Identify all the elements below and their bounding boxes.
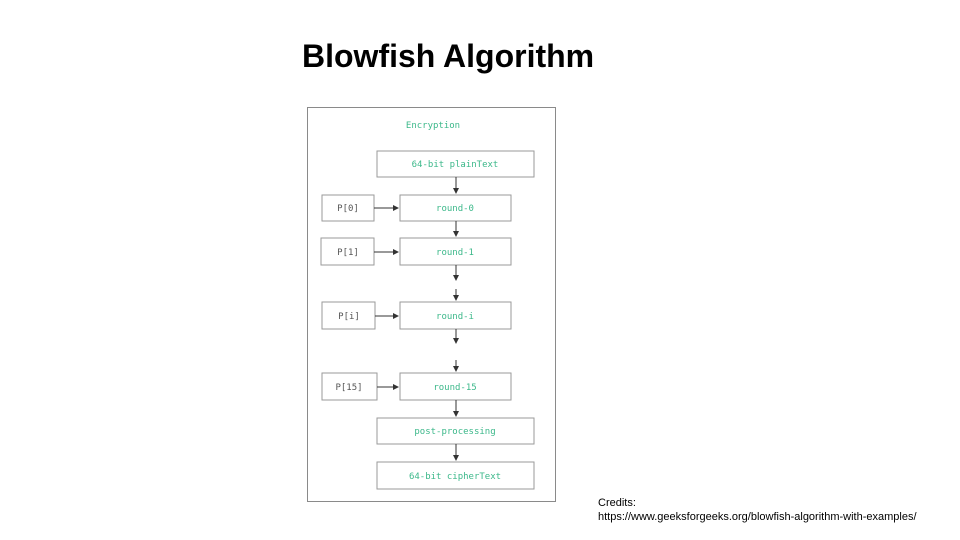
key-p1-node: P[1] [320, 237, 375, 266]
plaintext-node: 64-bit plainText [376, 150, 535, 178]
credits-label: Credits: [598, 497, 636, 509]
key-pi-label: P[i] [338, 312, 360, 322]
key-p15-label: P[15] [335, 383, 362, 393]
plaintext-label: 64-bit plainText [412, 160, 499, 170]
post-processing-label: post-processing [414, 427, 495, 437]
round-1-label: round-1 [436, 248, 474, 258]
encryption-flowchart: Encryption 64-bit plainText P[0] round-0… [320, 121, 535, 490]
key-p1-label: P[1] [337, 248, 359, 258]
round-i-node: round-i [399, 301, 512, 330]
credits-block: Credits: https://www.geeksforgeeks.org/b… [598, 496, 917, 524]
diagram-heading: Encryption [406, 121, 460, 131]
round-0-label: round-0 [436, 204, 474, 214]
round-0-node: round-0 [399, 194, 512, 222]
credits-url: https://www.geeksforgeeks.org/blowfish-a… [598, 511, 917, 523]
round-i-label: round-i [436, 312, 474, 322]
round-1-node: round-1 [399, 237, 512, 266]
slide-title: Blowfish Algorithm [302, 38, 595, 74]
key-p0-node: P[0] [321, 194, 375, 222]
key-p15-node: P[15] [321, 372, 378, 401]
round-15-label: round-15 [433, 383, 476, 393]
ciphertext-node: 64-bit cipherText [376, 461, 535, 490]
ciphertext-label: 64-bit cipherText [409, 472, 501, 482]
key-p0-label: P[0] [337, 204, 359, 214]
key-pi-node: P[i] [321, 301, 376, 330]
post-processing-node: post-processing [376, 417, 535, 445]
round-15-node: round-15 [399, 372, 512, 401]
